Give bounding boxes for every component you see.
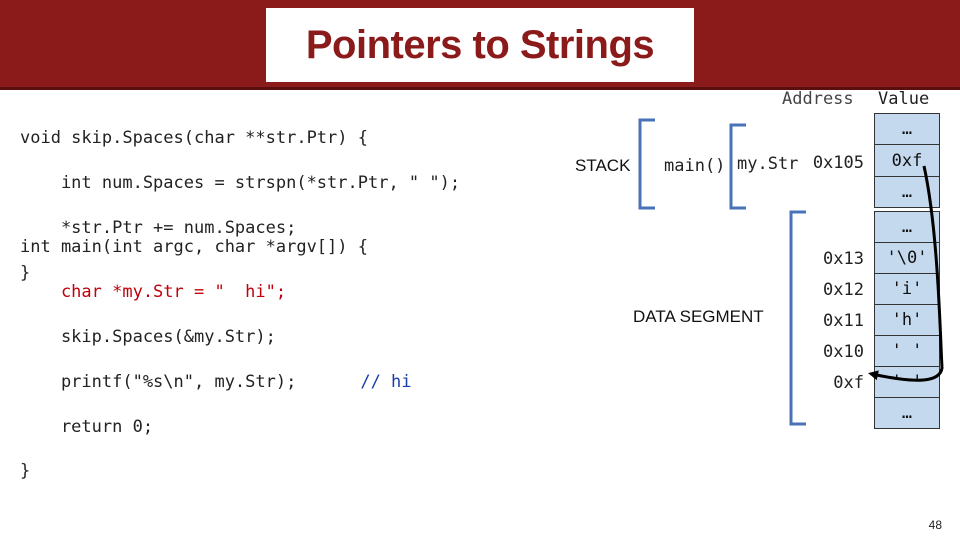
code-main: int main(int argc, char *argv[]) { char … (20, 214, 412, 505)
title-box: Pointers to Strings (266, 8, 694, 82)
slide-title: Pointers to Strings (305, 22, 655, 67)
address-header: Address (782, 89, 854, 109)
memory-cell-target: ' ' (874, 366, 940, 398)
variable-label: my.Str (737, 154, 799, 174)
stack-label: STACK (575, 156, 631, 175)
pointer-arrow (868, 165, 944, 382)
memory-cell: … (874, 397, 940, 429)
address-label: 0xf (833, 373, 864, 393)
memory-cell: ' ' (874, 335, 940, 367)
address-label: 0x10 (823, 342, 864, 362)
printf-code: printf("%s\n", my.Str); (20, 371, 297, 392)
frame-label: main() (664, 156, 726, 176)
address-label: 0x105 (812, 153, 864, 173)
code-line: return 0; (20, 416, 154, 437)
memory-cell: … (874, 211, 940, 243)
address-label: 0x12 (823, 280, 864, 300)
stack-bracket (638, 118, 655, 210)
memory-cell: … (874, 113, 940, 145)
code-line: int main(int argc, char *argv[]) { (20, 237, 368, 258)
page-number: 48 (928, 518, 942, 532)
code-line: *str.Ptr += num.Spaces; (20, 218, 297, 239)
address-label: 0x11 (823, 311, 864, 331)
memory-cell: '\0' (874, 242, 940, 274)
code-line: skip.Spaces(&my.Str); (20, 327, 276, 348)
code-line-highlight: char *my.Str = " hi"; (20, 282, 287, 303)
code-line: int num.Spaces = strspn(*str.Ptr, " "); (20, 173, 461, 194)
memory-cell-mystr: 0xf (874, 144, 940, 177)
main-frame-bracket (729, 123, 746, 210)
code-line: void skip.Spaces(char **str.Ptr) { (20, 128, 368, 149)
code-skip-spaces: void skip.Spaces(char **str.Ptr) { int n… (20, 105, 460, 307)
address-label: 0x13 (823, 249, 864, 269)
data-segment-label: DATA SEGMENT (633, 307, 764, 326)
title-bar: Pointers to Strings (0, 0, 960, 90)
printf-comment: // hi (360, 371, 412, 392)
code-line: } (20, 262, 31, 283)
data-segment-bracket (789, 210, 806, 426)
code-line-printf: printf("%s\n", my.Str); // hi (20, 371, 412, 393)
value-header: Value (878, 89, 930, 109)
memory-cell: 'h' (874, 304, 940, 336)
code-line: } (20, 461, 31, 482)
